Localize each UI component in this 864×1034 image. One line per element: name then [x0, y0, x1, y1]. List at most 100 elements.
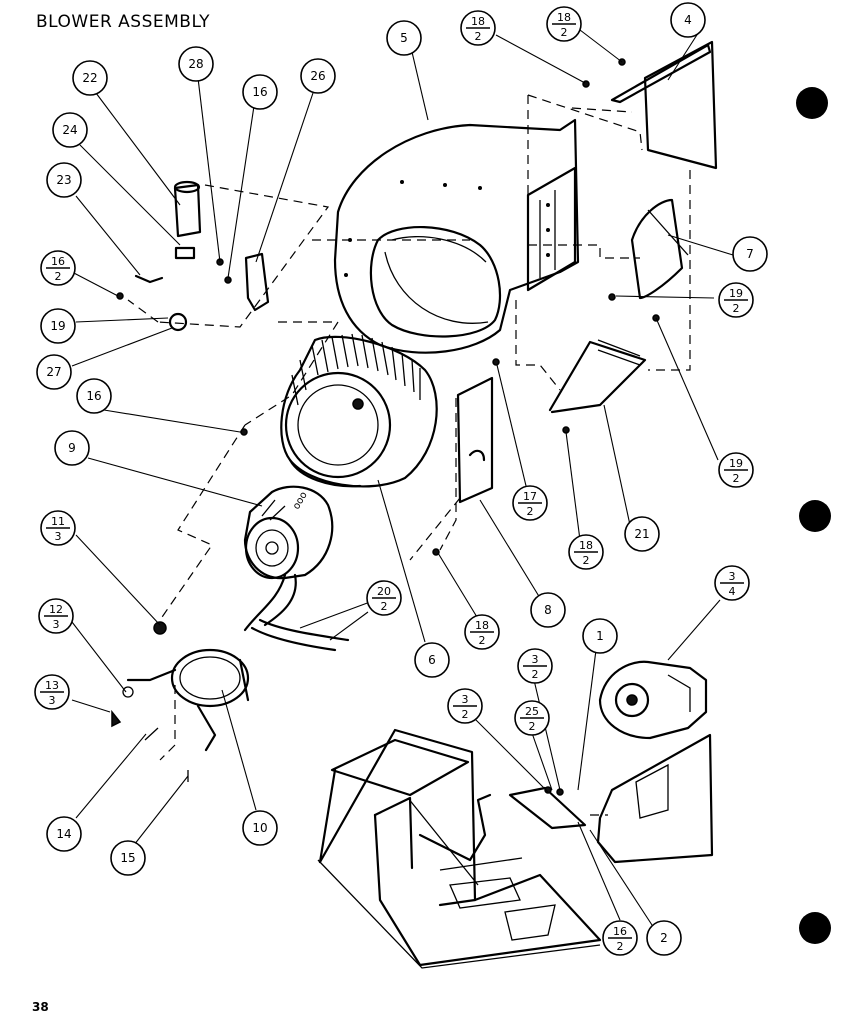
callout-circle — [624, 516, 660, 552]
callout-part-number: 14 — [56, 827, 71, 841]
callout-part-number: 19 — [729, 457, 743, 470]
callout-quantity: 3 — [53, 618, 60, 631]
callout-part-number: 27 — [46, 365, 61, 379]
callout-part-number: 16 — [252, 85, 267, 99]
callout-31: 8 — [530, 592, 566, 628]
callout-27: 172 — [512, 485, 548, 521]
callout-10: 16 — [76, 378, 112, 414]
motor-mount-bracket — [111, 621, 250, 782]
page-number: 38 — [32, 1000, 49, 1014]
blower-motor: ooo — [243, 485, 350, 652]
callout-circle — [414, 642, 450, 678]
callout-circle — [178, 46, 214, 82]
control-box-and-inducer — [508, 660, 714, 864]
callout-29: 182 — [568, 534, 604, 570]
callout-quantity: 2 — [733, 472, 740, 485]
callout-part-number: 3 — [532, 653, 539, 666]
callout-part-number: 22 — [82, 71, 97, 85]
callout-part-number: 24 — [62, 123, 77, 137]
callout-part-number: 23 — [56, 173, 71, 187]
callout-20: 5 — [386, 20, 422, 56]
callout-21: 182 — [460, 10, 496, 46]
callout-part-number: 18 — [471, 15, 485, 28]
callout-part-number: 16 — [51, 255, 65, 268]
callout-part-number: 12 — [49, 603, 63, 616]
callout-quantity: 2 — [617, 940, 624, 953]
callout-18: 202 — [366, 580, 402, 616]
callout-part-number: 5 — [400, 31, 408, 45]
callout-circle — [46, 162, 82, 198]
callout-quantity: 2 — [381, 600, 388, 613]
callout-5: 24 — [52, 112, 88, 148]
callout-part-number: 19 — [50, 319, 65, 333]
callout-4: 26 — [300, 58, 336, 94]
callout-circle — [40, 308, 76, 344]
callout-13: 123 — [38, 598, 74, 634]
diagram-title: BLOWER ASSEMBLY — [36, 12, 211, 32]
callout-circle — [242, 74, 278, 110]
callout-quantity: 2 — [462, 708, 469, 721]
callout-part-number: 28 — [188, 57, 203, 71]
callout-3: 16 — [242, 74, 278, 110]
callout-part-number: 7 — [746, 247, 754, 261]
callout-12: 113 — [40, 510, 76, 546]
cabinet-base — [317, 728, 602, 969]
callout-part-number: 16 — [613, 925, 627, 938]
callout-part-number: 13 — [45, 679, 59, 692]
callout-quantity: 2 — [527, 505, 534, 518]
callout-35: 32 — [447, 688, 483, 724]
callout-part-number: 18 — [579, 539, 593, 552]
callout-6: 23 — [46, 162, 82, 198]
callout-11: 9 — [54, 430, 90, 466]
callout-circle — [300, 58, 336, 94]
callout-quantity: 4 — [729, 585, 736, 598]
callout-part-number: 3 — [462, 693, 469, 706]
blower-wheel — [280, 333, 438, 488]
callout-quantity: 2 — [479, 634, 486, 647]
callout-part-number: 17 — [523, 490, 537, 503]
callout-part-number: 20 — [377, 585, 391, 598]
callout-36: 252 — [514, 700, 550, 736]
callout-circle — [670, 2, 706, 38]
blower-housing — [333, 118, 580, 354]
callout-34: 32 — [517, 648, 553, 684]
callout-part-number: 2 — [660, 931, 668, 945]
callout-1: 22 — [72, 60, 108, 96]
svg-text:ooo: ooo — [291, 490, 310, 511]
callout-quantity: 2 — [733, 302, 740, 315]
binder-hole-bottom — [799, 912, 831, 944]
callout-9: 27 — [36, 354, 72, 390]
callout-19: 6 — [414, 642, 450, 678]
callout-quantity: 2 — [583, 554, 590, 567]
callout-24: 7 — [732, 236, 768, 272]
callout-part-number: 4 — [684, 13, 692, 27]
callout-37: 162 — [602, 920, 638, 956]
callout-25: 192 — [718, 282, 754, 318]
callout-quantity: 2 — [475, 30, 482, 43]
callout-7: 162 — [40, 250, 76, 286]
callout-part-number: 3 — [729, 570, 736, 583]
callout-33: 1 — [582, 618, 618, 654]
callout-leader-lines — [71, 26, 734, 926]
callout-quantity: 3 — [55, 530, 62, 543]
callout-8: 19 — [40, 308, 76, 344]
callout-part-number: 10 — [252, 821, 267, 835]
callout-circle — [530, 592, 566, 628]
callout-part-number: 6 — [428, 653, 436, 667]
callout-part-number: 16 — [86, 389, 101, 403]
callout-quantity: 2 — [529, 720, 536, 733]
callout-quantity: 2 — [55, 270, 62, 283]
callout-circle — [110, 840, 146, 876]
callout-circle — [732, 236, 768, 272]
callout-14: 133 — [34, 674, 70, 710]
binder-hole-top — [796, 87, 828, 119]
callout-part-number: 1 — [596, 629, 604, 643]
callout-23: 4 — [670, 2, 706, 38]
callout-30: 182 — [464, 614, 500, 650]
callout-part-number: 11 — [51, 515, 65, 528]
callout-16: 15 — [110, 840, 146, 876]
callout-part-number: 21 — [634, 527, 649, 541]
callout-part-number: 18 — [557, 11, 571, 24]
